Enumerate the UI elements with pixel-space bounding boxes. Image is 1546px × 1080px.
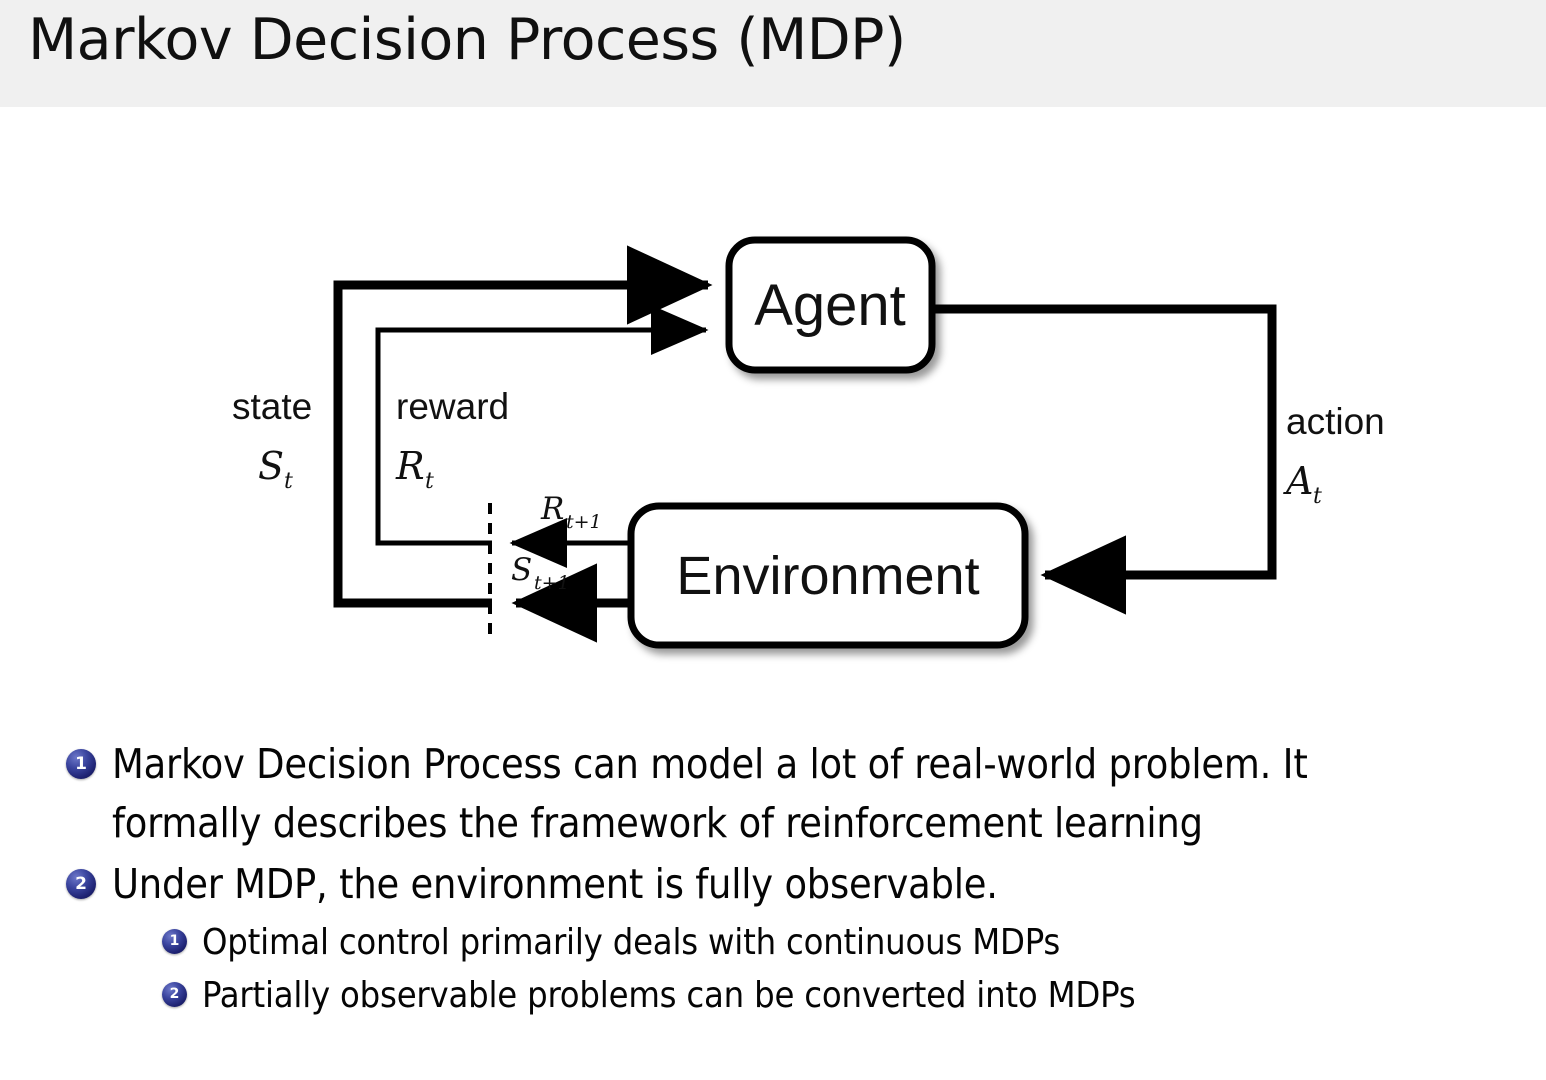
reward-next-label-group: R t+1	[540, 491, 602, 533]
state-next-symbol-label: S	[511, 552, 532, 588]
sub-bullet-text: Partially observable problems can be con…	[202, 969, 1136, 1022]
slide-header-bar: Markov Decision Process (MDP)	[0, 0, 1546, 107]
reward-label-group: reward R t	[395, 386, 509, 494]
environment-box	[627, 502, 1029, 649]
page-title: Markov Decision Process (MDP)	[28, 7, 906, 73]
action-label-group: action A t	[1283, 401, 1385, 509]
state-label-group: state S t	[232, 386, 312, 494]
state-next-subscript: t+1	[534, 572, 570, 594]
sub-bullet-badge-1: 1	[162, 929, 187, 954]
reward-next-symbol-label: R	[540, 491, 564, 527]
bullet-line: Partially observable problems can be con…	[202, 975, 1136, 1016]
reward-symbol-subscript: t	[425, 469, 434, 494]
bullet-line: formally describes the framework of rein…	[112, 799, 1203, 847]
sub-list-item: 1 Optimal control primarily deals with c…	[0, 916, 1546, 969]
list-item: 1 Markov Decision Process can model a lo…	[0, 735, 1546, 853]
agent-box	[725, 236, 936, 374]
state-edge	[333, 245, 713, 608]
reward-next-subscript: t+1	[566, 511, 602, 533]
action-symbol-subscript: t	[1313, 484, 1322, 509]
reward-edge	[375, 305, 709, 546]
agent-node[interactable]: Agent	[725, 236, 936, 374]
list-item: 2 Under MDP, the environment is fully ob…	[0, 855, 1546, 914]
sub-bullet-text: Optimal control primarily deals with con…	[202, 916, 1060, 969]
action-word-label: action	[1286, 401, 1385, 442]
bullet-text: Under MDP, the environment is fully obse…	[112, 855, 998, 914]
environment-node[interactable]: Environment	[627, 502, 1029, 649]
state-symbol-subscript: t	[284, 469, 293, 494]
environment-label: Environment	[676, 546, 979, 606]
reward-word-label: reward	[396, 386, 509, 427]
action-edge	[930, 304, 1277, 615]
bullet-line: Under MDP, the environment is fully obse…	[112, 860, 998, 908]
bullet-text: Markov Decision Process can model a lot …	[112, 735, 1308, 853]
mdp-diagram: Agent Environment state S t reward R t a…	[0, 107, 1546, 707]
state-symbol-label: S	[258, 444, 284, 488]
reward-symbol-label: R	[395, 444, 425, 488]
state-word-label: state	[232, 386, 312, 427]
state-next-label-group: S t+1	[511, 552, 570, 594]
bullet-line: Markov Decision Process can model a lot …	[112, 740, 1308, 788]
agent-label: Agent	[754, 273, 906, 338]
sub-list-item: 2 Partially observable problems can be c…	[0, 969, 1546, 1022]
bullet-list: 1 Markov Decision Process can model a lo…	[0, 735, 1546, 1022]
bullet-line: Optimal control primarily deals with con…	[202, 922, 1061, 963]
bullet-badge-2: 2	[66, 869, 96, 899]
bullet-badge-1: 1	[66, 749, 96, 779]
action-symbol-label: A	[1283, 459, 1313, 503]
sub-bullet-badge-2: 2	[162, 982, 187, 1007]
